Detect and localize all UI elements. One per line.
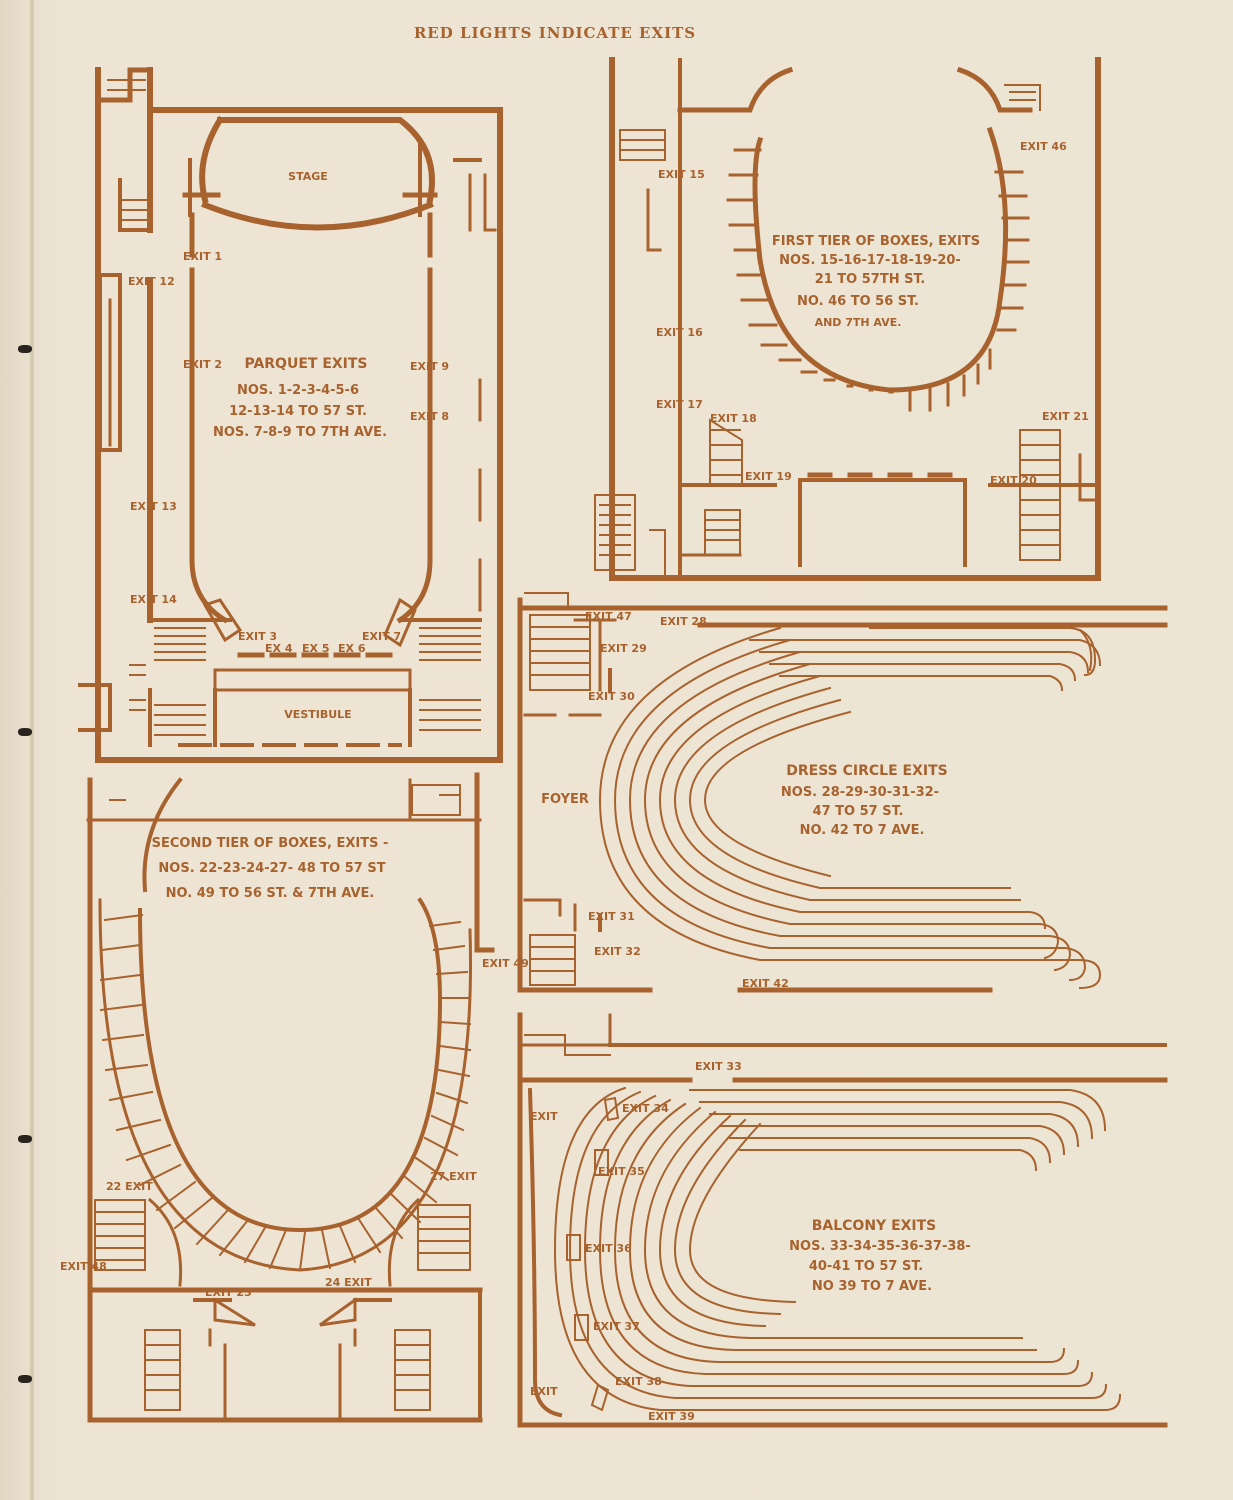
parquet-line-1: NOS. 1-2-3-4-5-6 bbox=[237, 383, 359, 398]
exit-label: EX 4 bbox=[265, 642, 293, 655]
second-tier-plan bbox=[86, 772, 495, 1423]
exit-label: EXIT 47 bbox=[585, 610, 632, 623]
exit-label: EX 6 bbox=[338, 642, 366, 655]
dress-circle-line-1: NOS. 28-29-30-31-32- bbox=[781, 785, 939, 800]
exit-label: EXIT 17 bbox=[656, 398, 703, 411]
exit-label: EXIT 3 bbox=[238, 630, 277, 643]
exit-label: EXIT 15 bbox=[658, 168, 705, 181]
exit-label: EXIT 30 bbox=[588, 690, 635, 703]
binding-hole bbox=[18, 1375, 32, 1383]
exit-label: EXIT 29 bbox=[600, 642, 647, 655]
balcony-line-1: NOS. 33-34-35-36-37-38- bbox=[789, 1239, 971, 1254]
exit-label: EXIT 49 bbox=[482, 957, 529, 970]
binding-hole bbox=[18, 345, 32, 353]
exit-label: EXIT 39 bbox=[648, 1410, 695, 1423]
exit-label: EX 5 bbox=[302, 642, 329, 655]
exit-label: EXIT bbox=[530, 1110, 558, 1123]
exit-label: EXIT 46 bbox=[1020, 140, 1067, 153]
parquet-labels: STAGE VESTIBULE PARQUET EXITS NOS. 1-2-3… bbox=[128, 170, 449, 721]
exit-label: EXIT 34 bbox=[622, 1102, 669, 1115]
exit-label: EXIT 38 bbox=[615, 1375, 662, 1388]
exit-label: EXIT 33 bbox=[695, 1060, 742, 1073]
exit-label: EXIT 8 bbox=[410, 410, 449, 423]
exit-label: EXIT 42 bbox=[742, 977, 789, 990]
stage-label: STAGE bbox=[288, 170, 328, 183]
foyer-label: FOYER bbox=[541, 792, 589, 807]
first-tier-heading: FIRST TIER OF BOXES, EXITS bbox=[772, 234, 980, 249]
balcony-line-2: 40-41 TO 57 ST. bbox=[809, 1259, 923, 1274]
exit-label: EXIT 32 bbox=[594, 945, 641, 958]
first-tier-line-3: NO. 46 TO 56 ST. bbox=[797, 294, 919, 309]
exit-label: EXIT 9 bbox=[410, 360, 449, 373]
dress-circle-line-3: NO. 42 TO 7 AVE. bbox=[800, 823, 925, 838]
page-fold bbox=[30, 0, 34, 1500]
exit-label: EXIT 18 bbox=[710, 412, 757, 425]
parquet-plan bbox=[78, 67, 503, 763]
second-tier-labels: SECOND TIER OF BOXES, EXITS - NOS. 22-23… bbox=[60, 836, 529, 1299]
second-tier-heading: SECOND TIER OF BOXES, EXITS - bbox=[152, 836, 389, 851]
dress-circle-line-2: 47 TO 57 ST. bbox=[813, 804, 904, 819]
exit-label: EXIT 28 bbox=[660, 615, 707, 628]
exit-label: EXIT 2 bbox=[183, 358, 222, 371]
page-title: RED LIGHTS INDICATE EXITS bbox=[413, 24, 697, 42]
exit-label: EXIT 21 bbox=[1042, 410, 1089, 423]
first-tier-labels: FIRST TIER OF BOXES, EXITS NOS. 15-16-17… bbox=[656, 140, 1089, 487]
exit-label: 27 EXIT bbox=[430, 1170, 477, 1183]
exit-label: EXIT 7 bbox=[362, 630, 401, 643]
dress-circle-labels: FOYER DRESS CIRCLE EXITS NOS. 28-29-30-3… bbox=[541, 610, 948, 990]
exit-label: EXIT 12 bbox=[128, 275, 175, 288]
exit-label: EXIT 23 bbox=[205, 1286, 252, 1299]
binding-hole bbox=[18, 1135, 32, 1143]
balcony-line-3: NO 39 TO 7 AVE. bbox=[812, 1279, 932, 1294]
first-tier-plan bbox=[594, 57, 1101, 581]
parquet-line-3: NOS. 7-8-9 TO 7TH AVE. bbox=[213, 425, 387, 440]
exit-label: EXIT 35 bbox=[598, 1165, 645, 1178]
exit-label: EXIT 31 bbox=[588, 910, 635, 923]
exit-label: EXIT 1 bbox=[183, 250, 222, 263]
exit-label: EXIT 36 bbox=[585, 1242, 632, 1255]
exit-label: EXIT bbox=[530, 1385, 558, 1398]
first-tier-line-2: 21 TO 57TH ST. bbox=[815, 272, 926, 287]
dress-circle-plan bbox=[517, 592, 1168, 993]
balcony-plan bbox=[517, 1012, 1168, 1428]
binding-hole bbox=[18, 728, 32, 736]
exit-label: EXIT 48 bbox=[60, 1260, 107, 1273]
parquet-line-2: 12-13-14 TO 57 ST. bbox=[229, 404, 367, 419]
exit-label: EXIT 20 bbox=[990, 474, 1037, 487]
exit-label: EXIT 19 bbox=[745, 470, 792, 483]
exit-label: 24 EXIT bbox=[325, 1276, 372, 1289]
balcony-heading: BALCONY EXITS bbox=[812, 1218, 937, 1234]
exit-label: EXIT 14 bbox=[130, 593, 177, 606]
exit-label: 22 EXIT bbox=[106, 1180, 153, 1193]
parquet-heading: PARQUET EXITS bbox=[244, 356, 367, 372]
exit-label: EXIT 37 bbox=[593, 1320, 640, 1333]
dress-circle-heading: DRESS CIRCLE EXITS bbox=[786, 763, 947, 779]
exit-label: EXIT 16 bbox=[656, 326, 703, 339]
first-tier-line-1: NOS. 15-16-17-18-19-20- bbox=[779, 253, 961, 268]
exit-label: EXIT 13 bbox=[130, 500, 177, 513]
balcony-labels: BALCONY EXITS NOS. 33-34-35-36-37-38- 40… bbox=[530, 1060, 971, 1423]
vestibule-label: VESTIBULE bbox=[284, 708, 351, 721]
first-tier-line-4: AND 7TH AVE. bbox=[815, 316, 902, 329]
second-tier-line-1: NOS. 22-23-24-27- 48 TO 57 ST bbox=[158, 861, 385, 876]
second-tier-line-2: NO. 49 TO 56 ST. & 7TH AVE. bbox=[166, 886, 375, 901]
